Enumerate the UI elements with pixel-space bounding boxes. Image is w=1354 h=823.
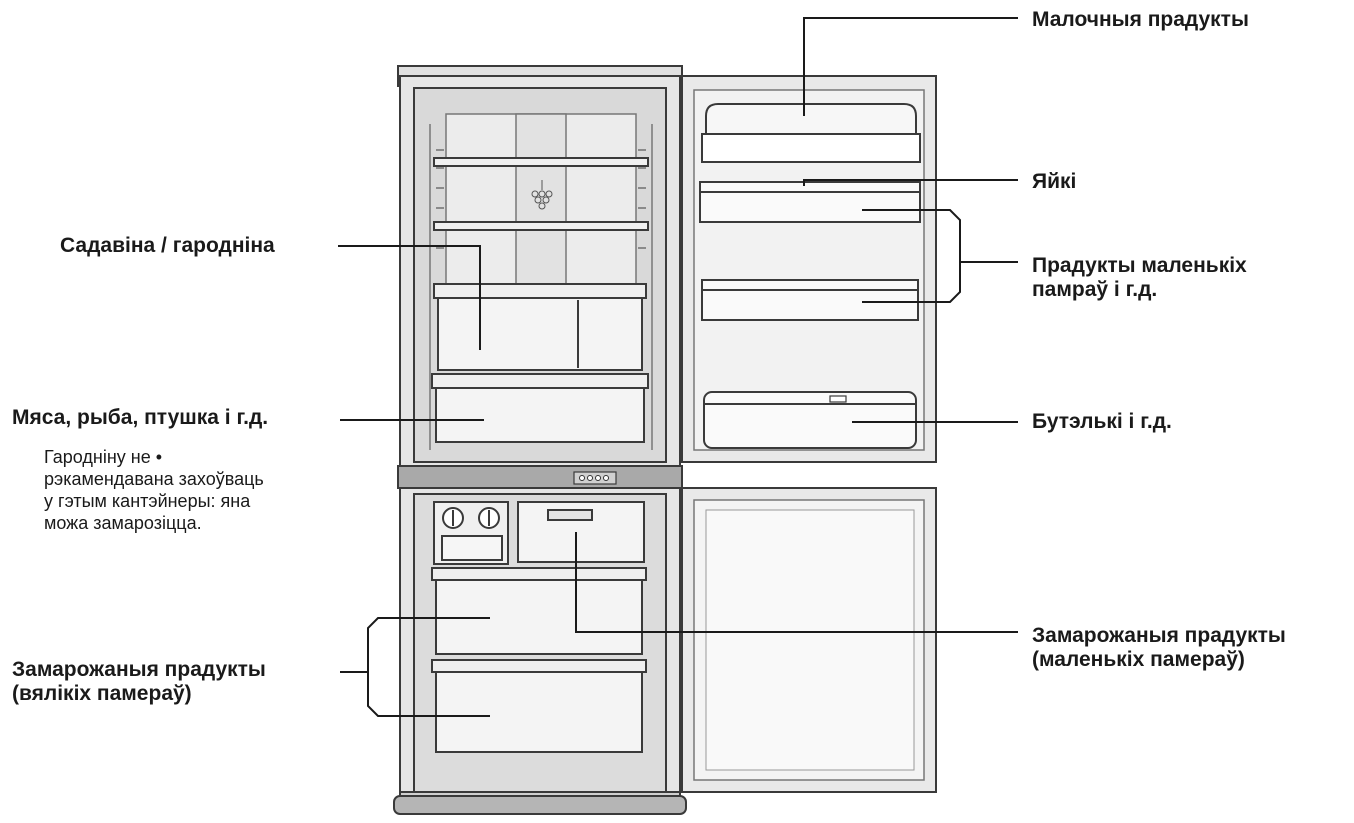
label-dairy: Малочныя прадукты: [1032, 8, 1249, 31]
vegetable-warning-note: Гародніну не • рэкамендавана захоўваць у…: [44, 446, 264, 534]
leader-frozen-small: [575, 532, 1018, 633]
leader-dairy: [803, 17, 1018, 116]
leader-eggs: [803, 179, 1018, 186]
label-frozen-small-line2: (маленькіх памераў): [1032, 648, 1245, 671]
fridge-cabinet: [393, 65, 687, 815]
label-small-products-line1: Прадукты маленькіх: [1032, 254, 1247, 277]
label-fruit-veg: Садавіна / гародніна: [60, 234, 275, 257]
label-meat-fish: Мяса, рыба, птушка і г.д.: [12, 406, 269, 429]
note-line-4: можа замарозіцца.: [44, 513, 202, 533]
label-bottles: Бутэлькі і г.д.: [1032, 410, 1172, 433]
label-frozen-small-line1: Замарожаныя прадукты: [1032, 624, 1286, 647]
note-line-3: у гэтым кантэйнеры: яна: [44, 491, 251, 511]
label-frozen-large-line1: Замарожаныя прадукты: [12, 658, 266, 681]
grape-icon: [531, 180, 553, 210]
leader-fruit-veg: [338, 245, 481, 350]
label-frozen-large-line2: (вялікіх памераў): [12, 682, 192, 705]
label-small-products-line2: памраў і г.д.: [1032, 278, 1158, 301]
label-eggs: Яйкі: [1032, 170, 1077, 193]
leader-frozen-large: [340, 617, 490, 717]
note-line-2: рэкамендавана захоўваць: [44, 469, 264, 489]
leader-small-products: [862, 209, 1018, 303]
fridge-door-lower: [681, 487, 937, 793]
fridge-door-upper: [681, 75, 937, 463]
leader-lines: [338, 17, 1018, 717]
note-line-1: Гародніну не •: [44, 447, 163, 467]
